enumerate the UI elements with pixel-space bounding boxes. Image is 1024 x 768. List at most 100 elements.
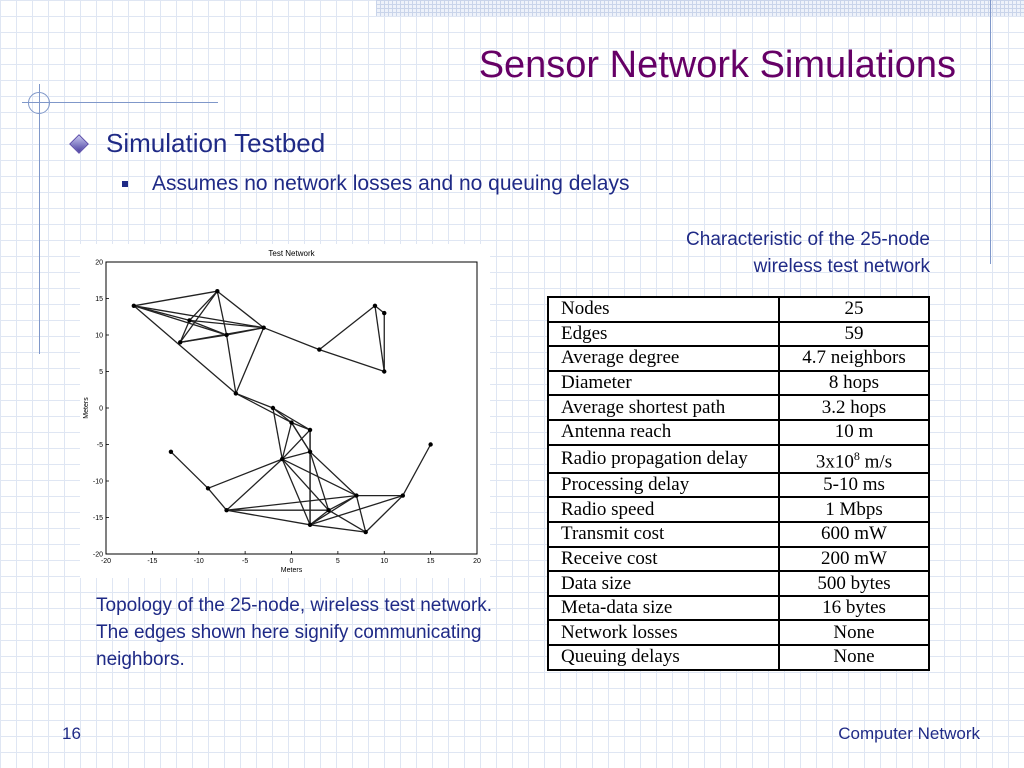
- graph-edge: [309, 451, 330, 511]
- table-cell-label: Edges: [547, 320, 780, 348]
- y-tick-label: 10: [95, 333, 103, 340]
- table-cell-value: 600 mW: [778, 521, 930, 548]
- x-tick-label: 20: [473, 558, 481, 565]
- graph-edge: [225, 334, 237, 394]
- y-tick-label: 0: [99, 406, 103, 413]
- graph-edge: [216, 291, 228, 336]
- graph-edge: [328, 495, 357, 511]
- graph-node: [224, 508, 229, 513]
- bullet-level1-text: Simulation Testbed: [106, 128, 326, 158]
- graph-edge: [281, 458, 357, 497]
- graph-edge: [133, 305, 227, 336]
- graph-node: [178, 340, 183, 345]
- graph-edge: [328, 509, 367, 533]
- graph-node: [270, 405, 276, 411]
- graph-edge: [226, 327, 264, 336]
- graph-edge: [189, 290, 218, 321]
- table-cell-value: 500 bytes: [778, 570, 930, 597]
- graph-node: [428, 442, 433, 447]
- graph-edge: [281, 458, 330, 511]
- graph-node: [307, 449, 313, 454]
- table-caption: Characteristic of the 25-node wireless t…: [560, 226, 930, 280]
- table-cell-label: Nodes: [547, 296, 780, 323]
- graph-node: [307, 427, 313, 433]
- y-axis-label: Meters: [83, 397, 90, 419]
- table-cell-label: Radio speed: [547, 496, 780, 524]
- graph-edge: [318, 305, 376, 351]
- y-tick-label: -15: [93, 515, 103, 522]
- y-tick-label: -20: [93, 552, 103, 559]
- graph-node: [363, 529, 368, 535]
- graph-edge: [189, 319, 227, 336]
- graph-node: [233, 391, 239, 396]
- value-exponent: 8: [853, 448, 860, 463]
- decorative-circle: [28, 92, 50, 114]
- table-caption-line: Characteristic of the 25-node: [686, 229, 930, 250]
- table-caption-line: wireless test network: [753, 256, 930, 277]
- graph-edge: [309, 524, 366, 533]
- bullet-level2-text: Assumes no network losses and no queuing…: [152, 172, 630, 195]
- graph-edge: [235, 392, 274, 409]
- graph-edge: [319, 348, 385, 373]
- decorative-line: [22, 102, 218, 103]
- bullet-level2: Assumes no network losses and no queuing…: [122, 172, 629, 196]
- graph-edge: [263, 327, 320, 351]
- x-tick-label: -5: [242, 558, 248, 565]
- graph-edge: [226, 494, 357, 511]
- table-cell-value: 4.7 neighbors: [778, 345, 930, 372]
- slide-title: Sensor Network Simulations: [478, 44, 956, 86]
- graph-edge: [207, 487, 228, 511]
- diamond-bullet-icon: [69, 133, 89, 154]
- graph-node: [187, 318, 192, 323]
- table-cell-value: 25: [778, 296, 930, 323]
- graph-edge: [402, 444, 432, 496]
- top-decorative-band: [376, 0, 1024, 16]
- graph-node: [400, 493, 405, 498]
- graph-edge: [235, 392, 292, 424]
- table-cell-label: Average degree: [547, 345, 780, 372]
- graph-node: [289, 420, 294, 425]
- table-cell-value: 10 m: [778, 418, 930, 446]
- x-tick-label: 5: [336, 558, 340, 565]
- graph-node: [224, 332, 229, 338]
- table-cell-label: Data size: [547, 570, 780, 597]
- graph-edge: [309, 494, 403, 526]
- table-cell-value: 59: [778, 320, 930, 348]
- table-cell-label: Diameter: [547, 369, 780, 397]
- y-tick-label: 15: [95, 296, 103, 303]
- page-number: 16: [62, 724, 81, 743]
- table-cell-value: 1 Mbps: [778, 496, 930, 524]
- graph-node: [215, 289, 220, 294]
- table-cell-label: Meta-data size: [547, 594, 780, 622]
- graph-edge: [291, 421, 311, 431]
- table-cell-label: Radio propagation delay: [547, 443, 780, 474]
- graph-edge: [179, 320, 191, 343]
- graph-node: [205, 486, 211, 491]
- graph-node: [307, 522, 313, 527]
- bullet-level1: Simulation Testbed: [69, 128, 326, 159]
- graph-edge: [226, 458, 283, 511]
- x-tick-label: 15: [427, 558, 435, 565]
- graph-edge: [272, 407, 283, 460]
- graph-edge: [355, 495, 367, 533]
- x-axis-label: Meters: [281, 567, 303, 574]
- square-bullet-icon: [122, 181, 128, 187]
- graph-edge: [272, 407, 311, 431]
- decorative-line: [39, 84, 40, 354]
- x-tick-label: -20: [101, 558, 111, 565]
- graph-edge: [216, 290, 265, 329]
- graph-edge: [281, 429, 311, 460]
- graph-edge: [133, 305, 237, 394]
- graph-node: [326, 508, 331, 513]
- y-tick-label: 20: [95, 260, 103, 267]
